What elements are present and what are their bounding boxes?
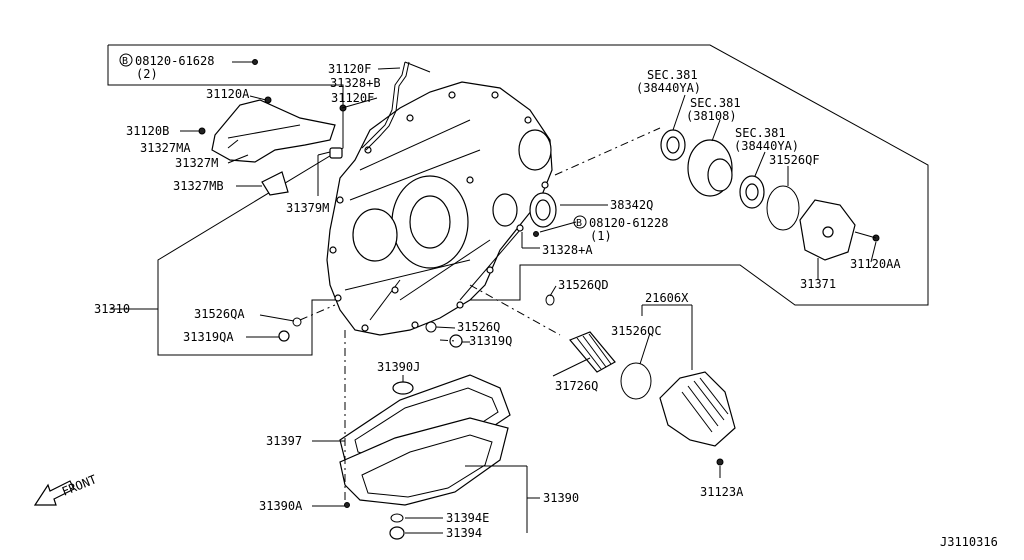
cover-hole <box>822 226 834 238</box>
label-31390: 31390 <box>543 491 579 505</box>
label-31526qf: 31526QF <box>769 153 820 167</box>
filter-cooler-parts <box>569 331 736 466</box>
oil-pan-assembly <box>339 374 511 540</box>
case-bore-inner <box>409 195 451 249</box>
label-31526qc: 31526QC <box>611 324 662 338</box>
bolt-b-marker-1 <box>119 53 133 67</box>
oil-pan-31390 <box>339 417 509 506</box>
drain-plug-31394 <box>389 526 405 540</box>
label-31120f-bottom: 31120F <box>331 91 374 105</box>
label-31390j: 31390J <box>377 360 420 374</box>
washer-31390j <box>392 381 414 395</box>
alignment-lines <box>299 127 661 500</box>
label-qty-1: (1) <box>590 229 612 243</box>
label-31120f-top: 31120F <box>328 62 371 76</box>
label-31120b: 31120B <box>126 124 169 138</box>
plug-31319q <box>449 334 463 348</box>
label-31319q: 31319Q <box>469 334 512 348</box>
plug-31319qa <box>278 330 290 342</box>
oil-pipe-31328b-outline <box>365 61 410 151</box>
label-31120a: 31120A <box>206 87 250 101</box>
label-31397: 31397 <box>266 434 302 448</box>
bolt-08120-61228 <box>533 231 539 237</box>
right-side-parts <box>278 129 880 348</box>
case-bore-left <box>352 208 398 262</box>
front-arrow: FRONT <box>33 472 99 506</box>
front-label: FRONT <box>60 472 99 499</box>
leader-lines <box>110 61 877 534</box>
label-31526q: 31526Q <box>457 320 500 334</box>
label-31327mb: 31327MB <box>173 179 224 193</box>
transmission-case <box>326 61 553 336</box>
washer-31394e <box>390 513 404 523</box>
bolt-b-marker-2 <box>573 215 587 229</box>
oil-cooler-21606x <box>659 371 736 447</box>
label-sec381-b-ref: (38108) <box>686 109 737 123</box>
o-ring-31526qa <box>292 317 302 327</box>
o-ring-31526q <box>425 321 437 333</box>
diagram-id: J3110316 <box>940 535 998 549</box>
part-labels: 08120-61628 (2) 31120A 31120B 31327MA 31… <box>94 54 998 549</box>
bolt-08120-61628 <box>252 59 258 65</box>
bolt-b-symbol-1: B <box>122 56 128 67</box>
label-sec381-c-ref: (38440YA) <box>734 139 799 153</box>
seal-38342q-inner <box>535 199 551 221</box>
oil-pipe-31328b <box>361 61 406 149</box>
bracket-detail <box>227 124 301 139</box>
bolt-markers: B B <box>119 53 587 229</box>
label-31319qa: 31319QA <box>183 330 234 344</box>
label-31123a: 31123A <box>700 485 744 499</box>
label-31371: 31371 <box>800 277 836 291</box>
label-31310: 31310 <box>94 302 130 316</box>
label-08120-61228: 08120-61228 <box>589 216 668 230</box>
bracket-assembly <box>198 59 347 196</box>
label-sec381-a-ref: (38440YA) <box>636 81 701 95</box>
bracket-31327mb <box>261 171 289 196</box>
gear-38108-hub <box>707 158 733 192</box>
o-ring-31526qd <box>545 294 555 306</box>
o-ring-31526qf <box>766 185 800 231</box>
case-bore-right <box>492 193 518 227</box>
bracket-31327m <box>211 99 336 163</box>
case-bore-upper-right <box>518 129 552 171</box>
filter-31726q-pleats <box>576 333 612 370</box>
label-sec381-b: SEC.381 <box>690 96 741 110</box>
label-31394: 31394 <box>446 526 482 540</box>
cooler-fins <box>681 377 729 433</box>
oil-pan-inner <box>361 434 493 498</box>
oil-pipe-fitting <box>404 61 431 73</box>
label-31120aa: 31120AA <box>850 257 901 271</box>
bearing-c-inner <box>745 183 759 201</box>
label-31726q: 31726Q <box>555 379 598 393</box>
bolt-31123a <box>716 458 724 466</box>
label-qty-2: (2) <box>136 67 158 81</box>
label-sec381-a: SEC.381 <box>647 68 698 82</box>
label-31328a: 31328+A <box>542 243 593 257</box>
label-38342q: 38342Q <box>610 198 653 212</box>
front-arrow-icon <box>33 480 75 506</box>
label-31327m: 31327M <box>175 156 218 170</box>
bolt-31390a <box>344 502 350 508</box>
label-31379m: 31379M <box>286 201 329 215</box>
bolt-31120aa-shank <box>854 231 877 239</box>
label-31394e: 31394E <box>446 511 489 525</box>
label-sec381-c: SEC.381 <box>735 126 786 140</box>
label-31526qa: 31526QA <box>194 307 245 321</box>
seal-31379m <box>329 147 343 159</box>
o-ring-31526qc <box>620 362 652 400</box>
label-31526qd: 31526QD <box>558 278 609 292</box>
bolt-b-symbol-2: B <box>576 218 582 229</box>
label-31328b: 31328+B <box>330 76 381 90</box>
label-21606x: 21606X <box>645 291 689 305</box>
label-31390a: 31390A <box>259 499 303 513</box>
case-bolt-holes <box>329 91 549 332</box>
filter-31726q <box>569 331 616 373</box>
bearing-a-inner <box>666 136 680 154</box>
label-31327ma: 31327MA <box>140 141 191 155</box>
label-08120-61628: 08120-61628 <box>135 54 214 68</box>
